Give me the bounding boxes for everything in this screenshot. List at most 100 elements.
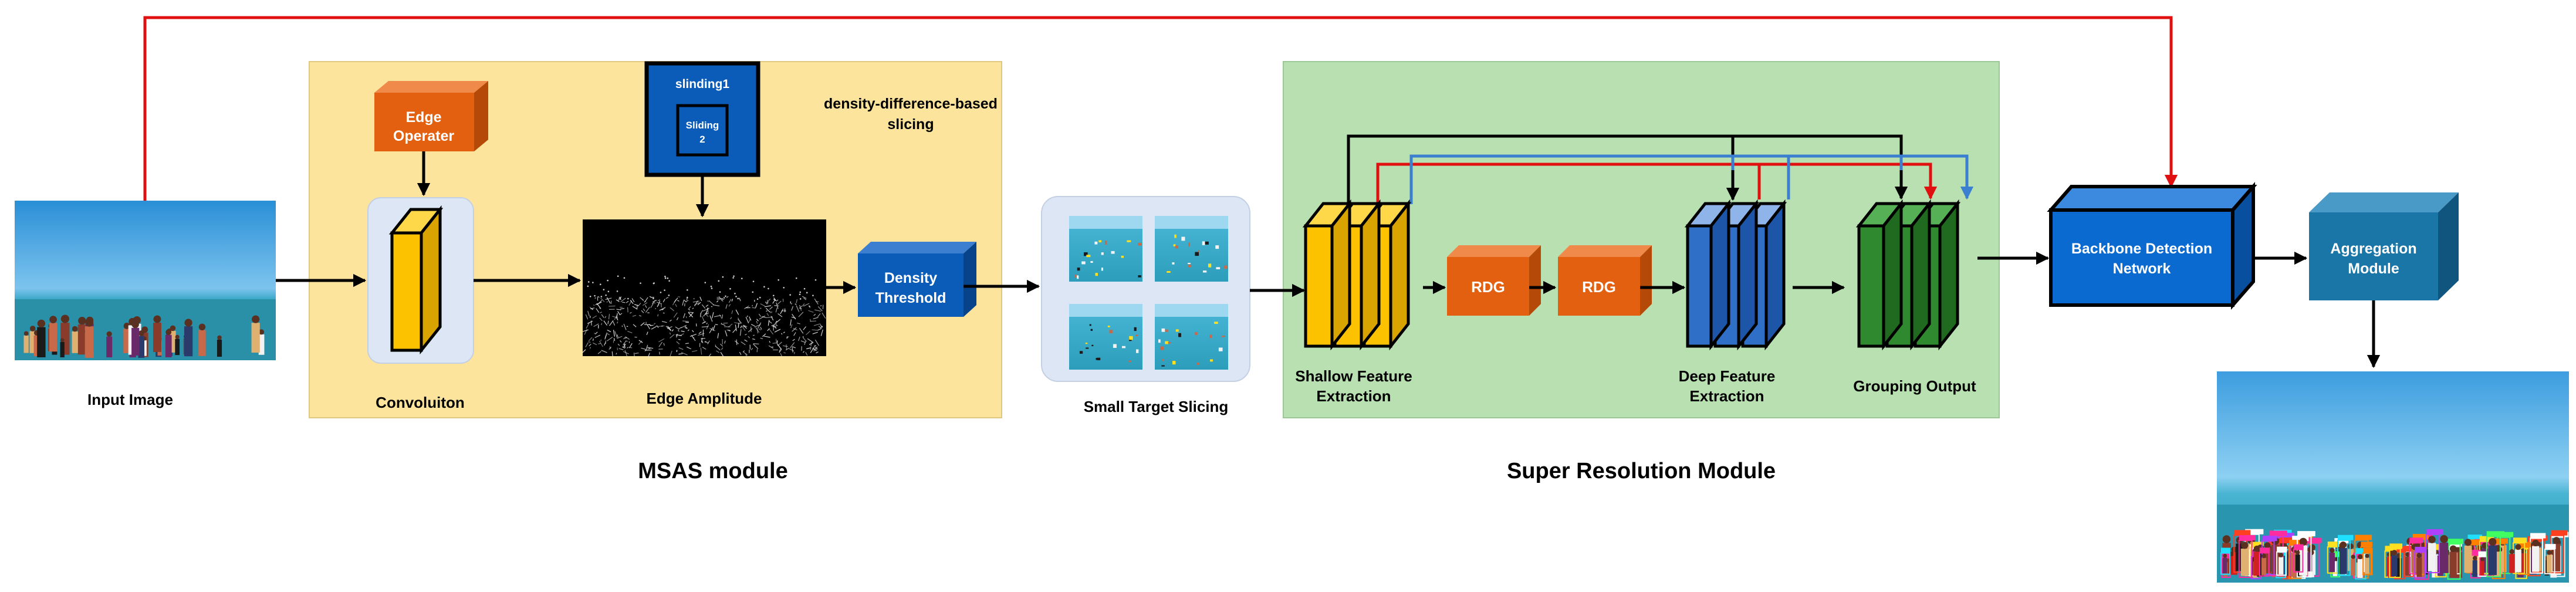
slinding1-label: slinding1 — [675, 77, 729, 91]
edge-operater-label-2: Operater — [393, 128, 454, 144]
edge-dot — [773, 295, 775, 296]
person-head — [2428, 536, 2436, 543]
person-head — [2351, 554, 2355, 559]
person-figure — [2489, 546, 2497, 576]
grouping-output-block — [1859, 204, 1958, 346]
shallow-feature-block — [1306, 204, 1408, 346]
person-figure — [2473, 560, 2477, 577]
slice-target — [1086, 347, 1088, 349]
slice-target — [1098, 240, 1101, 242]
edge-dot — [687, 289, 688, 291]
edge-stroke — [773, 324, 774, 331]
person-head — [217, 336, 222, 340]
edge-stroke — [622, 302, 625, 303]
person-head — [2416, 553, 2421, 558]
feature-slab-side — [1912, 204, 1929, 346]
slice-target — [1138, 243, 1141, 246]
person-head — [107, 331, 112, 337]
person-figure — [2449, 552, 2456, 578]
person-head — [2440, 535, 2447, 543]
edge-dot — [812, 295, 814, 296]
edge-dot — [640, 282, 641, 284]
edge-dot — [722, 276, 724, 278]
person-head — [165, 329, 171, 335]
slice-target — [1086, 255, 1090, 257]
edge-stroke — [715, 344, 716, 347]
slice-target — [1216, 267, 1220, 269]
slice-target — [1121, 256, 1124, 258]
edge-dot — [735, 296, 737, 297]
slice-target — [1090, 261, 1093, 263]
person-head — [2547, 550, 2551, 555]
detection-tag — [2426, 529, 2443, 535]
person-head — [38, 320, 45, 327]
slice-target — [1165, 341, 1168, 344]
slice-target — [1195, 332, 1197, 335]
person-figure — [153, 323, 161, 352]
input-image — [15, 201, 276, 360]
convolution-block — [368, 198, 474, 363]
slice-target — [1129, 336, 1133, 340]
edge-dot — [725, 295, 726, 297]
density-slicing-label-1: density-difference-based — [824, 96, 998, 112]
edge-stroke — [786, 344, 787, 350]
person-figure — [2365, 558, 2369, 574]
edge-stroke — [634, 353, 635, 357]
person-head — [170, 326, 176, 331]
slice-target — [1108, 326, 1110, 327]
edge-dot — [759, 297, 761, 299]
detection-tag — [2277, 547, 2287, 552]
person-figure — [131, 328, 139, 356]
edge-stroke — [593, 305, 594, 306]
feature-slab-side — [1940, 204, 1958, 346]
edge-dot — [653, 297, 654, 299]
person-figure — [2465, 546, 2472, 573]
person-figure — [2261, 558, 2266, 575]
slice-target — [1096, 273, 1098, 276]
slice-target — [1172, 361, 1175, 364]
person-head — [2261, 554, 2266, 559]
slice-target — [1160, 346, 1164, 350]
edge-dot — [617, 290, 618, 292]
edge-dot — [815, 279, 817, 281]
density-threshold-label-2: Threshold — [875, 290, 946, 306]
person-head — [85, 319, 93, 327]
slice-target — [1080, 351, 1083, 354]
person-figure — [2509, 554, 2514, 573]
density-slicing-label-2: slicing — [887, 116, 934, 133]
person-figure — [2532, 546, 2539, 572]
detection-tag — [2530, 533, 2545, 539]
person-head — [138, 330, 144, 336]
edge-stroke — [644, 301, 645, 302]
feature-slab-side — [1884, 204, 1901, 346]
edge-dot — [732, 277, 734, 279]
person-figure — [2416, 558, 2422, 577]
edge-dot — [729, 288, 731, 290]
person-head — [72, 326, 78, 332]
person-figure — [2296, 554, 2300, 571]
sliding2-label-1: Sliding — [686, 120, 719, 131]
edge-dot — [660, 292, 662, 293]
detection-tag — [2270, 530, 2287, 536]
feature-slab-side — [1711, 204, 1729, 346]
slice-target — [1086, 343, 1087, 344]
edge-dot — [734, 293, 736, 295]
edge-amplitude-label: Edge Amplitude — [647, 390, 762, 407]
edge-dot — [600, 283, 601, 285]
detection-tag — [2297, 531, 2315, 536]
slice-target — [1138, 275, 1141, 278]
person-figure — [49, 323, 58, 351]
detection-tag — [2361, 542, 2372, 547]
slice-target — [1203, 270, 1206, 272]
detection-tag — [2239, 535, 2256, 540]
feature-slab-front — [1688, 226, 1711, 346]
person-head — [2489, 538, 2496, 546]
edge-dot — [752, 291, 753, 293]
slice-target — [1110, 330, 1113, 333]
slice-target — [1101, 268, 1103, 270]
slice-target — [1188, 265, 1192, 268]
feature-slab-side — [1391, 204, 1408, 346]
person-head — [2392, 550, 2397, 555]
small-target-slicing-label: Small Target Slicing — [1084, 398, 1229, 415]
